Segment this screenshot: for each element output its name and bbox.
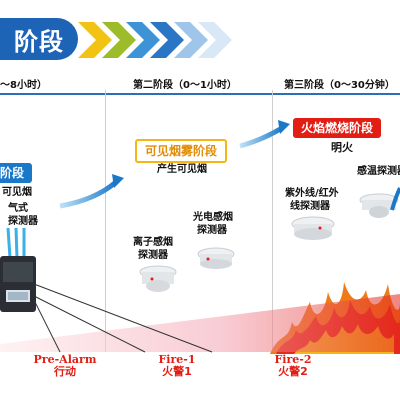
pre-alarm-label: Pre-Alarm 行动 [30,354,100,378]
chevron-arrows-icon [78,22,232,58]
stage-2-label: 第二阶段（0～1小时） [133,80,237,91]
pre-alarm-cn: 行动 [54,365,76,378]
stage-1-line-2: 气式 [8,203,28,214]
stage-title-banner: 阶段 [0,18,78,60]
heat-detector-icon [359,193,399,218]
intensity-wedge [0,294,400,352]
stage-2-badge: 可见烟雾阶段 [135,139,228,163]
ion-detector-label-1: 离子感烟 [133,237,173,248]
fire-2-cn: 火警2 [278,365,308,378]
fire-2-en: Fire-2 [274,353,312,366]
stage-header-line [0,93,400,95]
stage-divider-2 [272,90,273,352]
ionization-detector-icon [139,265,177,292]
stage-1-line-1: 可见烟 [2,187,32,198]
photoelectric-detector-icon [197,247,235,269]
aspirating-detector-icon [0,228,36,312]
fire-1-label: Fire-1 火警1 [152,354,202,378]
ion-detector-label-2: 探测器 [138,250,168,261]
uvir-detector-label-2: 线探测器 [290,201,330,212]
photo-detector-label-1: 光电感烟 [193,212,233,223]
photo-detector-label-2: 探测器 [197,225,227,236]
stage-3-label: 第三阶段（0～30分钟） [284,80,395,91]
stage-3-subtitle: 明火 [331,141,353,154]
stage-2-subtitle: 产生可见烟 [157,164,207,175]
uvir-detector-label-1: 紫外线/红外 [285,188,339,199]
fire-1-en: Fire-1 [158,353,196,366]
stage-title: 阶段 [14,27,64,56]
uvir-flame-detector-icon [291,216,335,240]
fire-2-label: Fire-2 火警2 [268,354,318,378]
fire-1-cn: 火警1 [162,365,192,378]
stage-divider-1 [105,90,106,352]
pre-alarm-en: Pre-Alarm [33,353,97,366]
stage-1-badge: 阶段 [0,163,33,183]
stage-1-label: ～8小时） [0,80,47,91]
stage-3-badge: 火焰燃烧阶段 [293,118,382,138]
heat-detector-label: 感温探测器 [357,166,400,177]
stage-1-line-3: 探测器 [8,216,38,227]
chevron-arrows [78,20,238,60]
